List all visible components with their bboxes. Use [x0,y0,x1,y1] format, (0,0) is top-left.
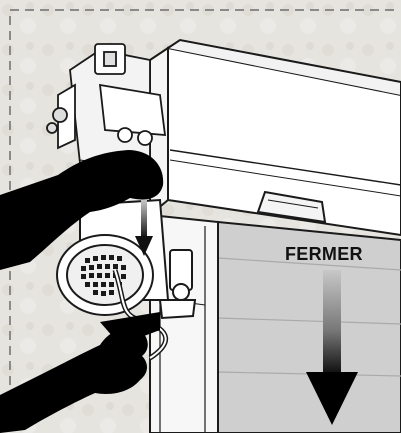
direction-label: FERMER [285,244,363,265]
